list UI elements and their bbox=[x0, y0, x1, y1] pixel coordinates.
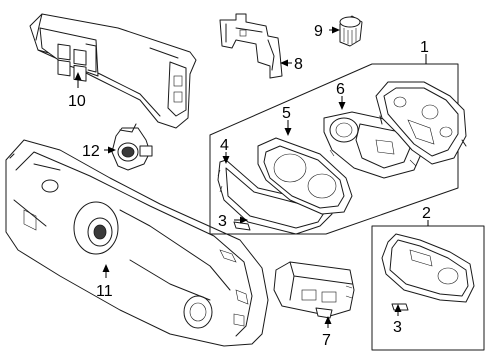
part-7-control-module bbox=[273, 261, 355, 319]
part-8-bracket bbox=[219, 13, 283, 79]
callout-2: 2 bbox=[422, 205, 431, 222]
callout-11: 11 bbox=[96, 283, 113, 300]
part-3-clip-upper bbox=[233, 221, 251, 231]
callout-12: 12 bbox=[82, 143, 100, 160]
box-2-cluster-sub-assembly bbox=[371, 225, 485, 351]
part-12-switch bbox=[111, 123, 153, 171]
part-5-cluster-hood bbox=[257, 137, 353, 215]
part-10-window-switch-panel bbox=[29, 13, 197, 129]
box-1-cluster-assembly bbox=[209, 63, 459, 235]
callout-7: 7 bbox=[322, 332, 331, 349]
part-9-knob bbox=[339, 15, 363, 47]
part-11-center-fascia bbox=[5, 139, 269, 347]
callout-3-lower: 3 bbox=[393, 319, 402, 336]
callout-3-upper: 3 bbox=[218, 213, 227, 230]
part-board-housing bbox=[375, 81, 467, 165]
callout-5: 5 bbox=[282, 105, 291, 122]
callout-10: 10 bbox=[68, 93, 86, 110]
callout-9: 9 bbox=[314, 23, 323, 40]
callout-4: 4 bbox=[220, 137, 229, 154]
callout-leaders bbox=[74, 26, 429, 328]
callout-1: 1 bbox=[420, 39, 429, 56]
part-4-lens-frame bbox=[217, 159, 333, 235]
callout-6: 6 bbox=[336, 81, 345, 98]
callout-8: 8 bbox=[294, 56, 303, 73]
